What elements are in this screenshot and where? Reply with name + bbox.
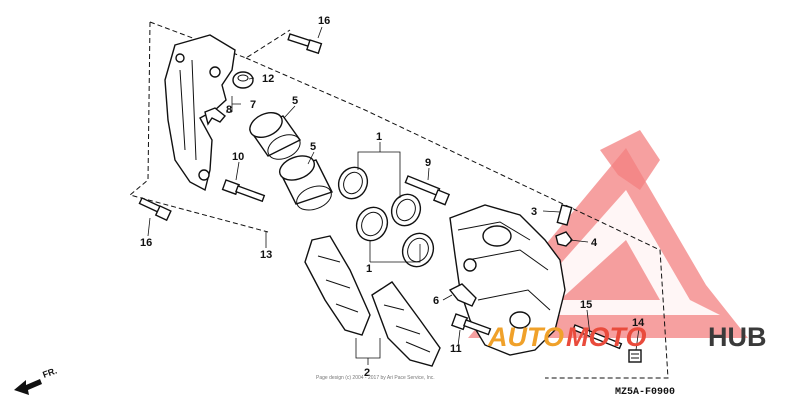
callout-1-upper: 1	[376, 131, 382, 143]
front-direction-label: FR.	[41, 366, 58, 380]
bolt-16-top	[287, 33, 323, 55]
piston-5-upper	[248, 112, 302, 160]
nut-14	[628, 349, 642, 363]
callout-1-lower: 1	[366, 263, 372, 275]
watermark-hub: HUB	[708, 322, 767, 352]
pad-spring-6	[448, 283, 477, 307]
watermark-auto: AUTO	[487, 322, 564, 352]
callout-9: 9	[425, 157, 431, 169]
front-direction-arrow-icon	[14, 379, 42, 395]
callout-8: 8	[226, 104, 232, 116]
callout-7: 7	[250, 99, 256, 111]
callout-6: 6	[433, 295, 439, 307]
piston-5-lower	[278, 155, 333, 211]
watermark-moto: MOTO	[566, 322, 647, 352]
leader-lines	[147, 26, 640, 365]
assembly-frame	[128, 21, 669, 379]
caliper-bracket	[164, 34, 236, 192]
callout-3: 3	[531, 206, 537, 218]
pin-11	[450, 313, 492, 336]
copyright-text: Page design (c) 2004 - 2017 by Ari Pace …	[316, 375, 435, 381]
callout-5-lower: 5	[310, 141, 316, 153]
clip-8	[204, 107, 226, 126]
callout-4: 4	[591, 237, 598, 249]
callout-2: 2	[364, 367, 370, 379]
bolt-16-left	[138, 197, 172, 222]
callout-14: 14	[632, 317, 645, 329]
callout-5-upper: 5	[292, 95, 298, 107]
pin-10	[221, 179, 266, 203]
bleeder-3	[556, 204, 573, 226]
cap-4	[555, 231, 573, 247]
seals-1	[337, 166, 435, 268]
boot-12	[232, 71, 254, 89]
callout-15: 15	[580, 299, 592, 311]
callout-16-left: 16	[140, 237, 152, 249]
pin-9	[404, 175, 451, 206]
callout-10: 10	[232, 151, 244, 163]
brake-pad-2-front	[304, 235, 371, 336]
callout-11: 11	[450, 343, 462, 355]
caliper-body	[449, 204, 566, 356]
callout-13: 13	[260, 249, 272, 261]
callout-16-top: 16	[318, 15, 330, 27]
callout-12: 12	[262, 73, 274, 85]
pin-15	[572, 324, 623, 350]
brake-pad-2-rear	[371, 281, 441, 367]
catalog-code: MZ5A-F0900	[615, 387, 675, 398]
